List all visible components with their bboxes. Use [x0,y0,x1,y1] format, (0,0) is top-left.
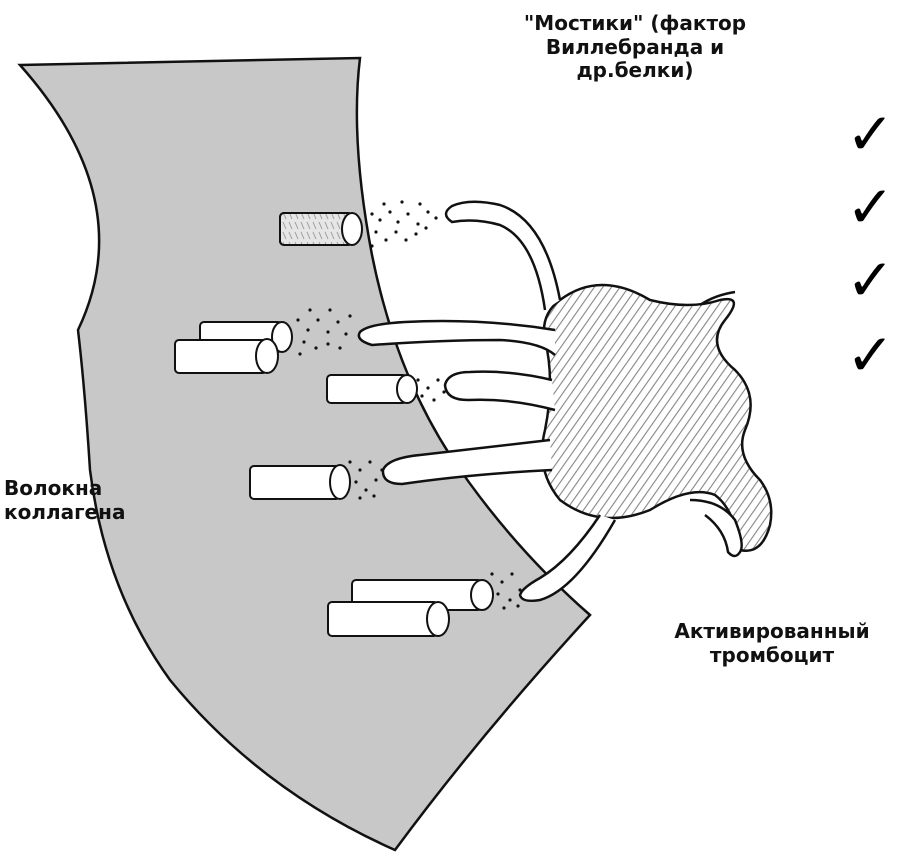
checkmark-icon: ✓ [846,105,895,163]
collagen-fiber [250,465,350,499]
collagen-label-line: коллагена [4,501,164,525]
bridges-label-line: Виллебранда и [470,36,800,60]
pseudopod [445,372,555,410]
checkmark-icon: ✓ [846,251,895,309]
bridges-label: "Мостики" (фактор Виллебранда и др.белки… [470,12,800,83]
platelet-label-line: тромбоцит [632,644,912,668]
checkmark-icon: ✓ [846,326,895,384]
platelet-label-line: Активированный [632,620,912,644]
collagen-label-line: Волокна [4,477,164,501]
collagen-fiber [327,375,417,403]
pseudopod [520,515,615,601]
collagen-label: Волокна коллагена [4,477,164,524]
bridges-label-line: "Мостики" (фактор [470,12,800,36]
platelet-label: Активированный тромбоцит [632,620,912,667]
pseudopod [446,202,560,310]
collagen-fiber [280,213,362,245]
checkmark-icon: ✓ [846,178,895,236]
bridges-label-line: др.белки) [470,59,800,83]
